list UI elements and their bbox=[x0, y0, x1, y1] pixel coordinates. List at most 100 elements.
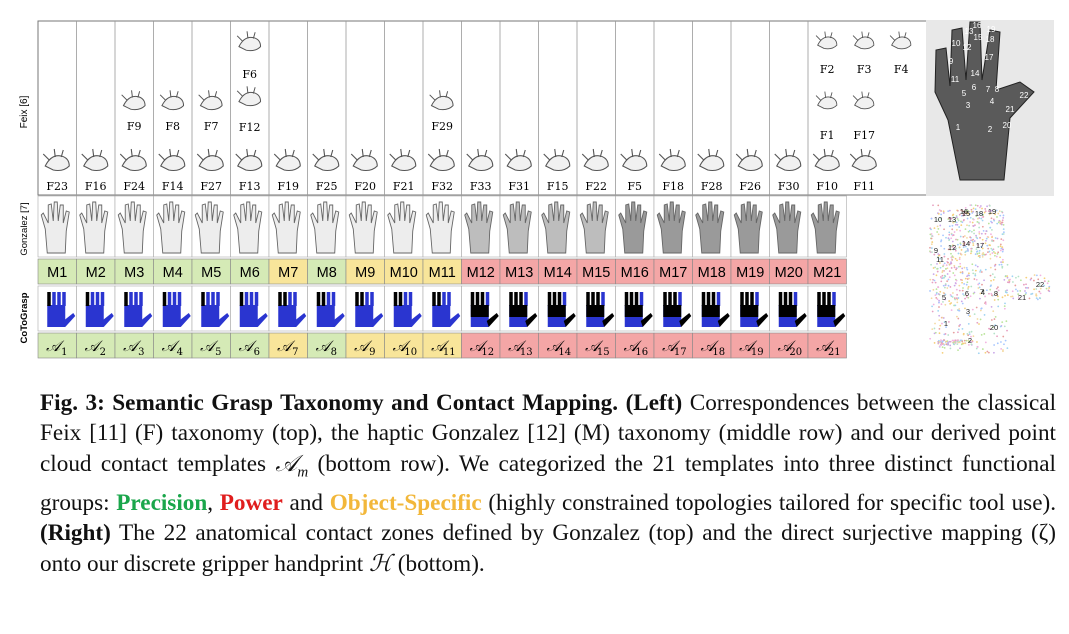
feix-label-f4: F4 bbox=[894, 63, 909, 76]
point bbox=[1002, 231, 1005, 234]
point bbox=[1024, 290, 1026, 292]
point bbox=[951, 240, 954, 243]
finger-points bbox=[586, 292, 590, 306]
m-label-m2: M2 bbox=[86, 265, 106, 281]
point bbox=[981, 242, 984, 245]
hand-sketch-palm bbox=[430, 95, 454, 111]
point bbox=[962, 246, 965, 249]
point bbox=[991, 240, 994, 243]
hand-sketch-fingers bbox=[198, 90, 218, 101]
hand-silhouette bbox=[348, 201, 378, 254]
point bbox=[954, 223, 957, 226]
finger-points bbox=[239, 292, 244, 306]
feix-label-f10: F10 bbox=[816, 180, 838, 193]
thumb-points bbox=[178, 313, 191, 327]
point bbox=[932, 204, 934, 207]
palm-zone-label: 9 bbox=[949, 57, 954, 66]
point bbox=[989, 257, 992, 260]
point bbox=[937, 293, 940, 295]
feix-sketch-bottom bbox=[812, 148, 840, 172]
point bbox=[1002, 228, 1005, 230]
point bbox=[970, 230, 973, 233]
point bbox=[971, 308, 974, 311]
gonzalez-row bbox=[37, 195, 847, 258]
point bbox=[965, 283, 968, 286]
handprint-palm-points bbox=[929, 261, 1009, 355]
a-label-index: 15 bbox=[597, 347, 610, 358]
point bbox=[1043, 280, 1046, 283]
point bbox=[978, 217, 981, 219]
point bbox=[996, 237, 999, 240]
point bbox=[1012, 281, 1014, 283]
finger-points bbox=[100, 292, 105, 306]
feix-label-f28: F28 bbox=[701, 180, 723, 193]
hand-sketch-fingers bbox=[81, 148, 103, 161]
hand-sketch-palm bbox=[160, 155, 186, 172]
point bbox=[970, 252, 972, 255]
palm-zone-label: 8 bbox=[995, 85, 1000, 94]
point bbox=[947, 237, 950, 240]
point bbox=[943, 247, 946, 250]
point bbox=[1002, 261, 1004, 263]
point bbox=[1035, 288, 1038, 290]
point bbox=[956, 301, 959, 304]
hand-sketch-fingers bbox=[273, 148, 295, 161]
point bbox=[991, 249, 994, 251]
point bbox=[967, 287, 969, 289]
hand-sketch-palm bbox=[854, 96, 875, 110]
feix-label-f30: F30 bbox=[778, 180, 800, 193]
caption-right-tag: (Right) bbox=[40, 520, 111, 547]
a-cell bbox=[153, 332, 193, 359]
caption-h-symbol: ℋ bbox=[369, 550, 392, 577]
point bbox=[987, 251, 989, 254]
point bbox=[938, 299, 940, 302]
feix-sketch-upper bbox=[429, 90, 454, 111]
finger-points bbox=[601, 292, 605, 306]
hand-sketch-fingers bbox=[774, 148, 796, 161]
point bbox=[989, 226, 992, 229]
point bbox=[951, 259, 954, 261]
point bbox=[970, 285, 973, 288]
point bbox=[933, 332, 936, 335]
feix-sketch-bottom bbox=[620, 148, 648, 172]
finger-points bbox=[129, 292, 133, 306]
feix-sketch-bottom bbox=[389, 148, 417, 172]
point bbox=[958, 256, 961, 259]
point bbox=[990, 209, 993, 212]
point bbox=[987, 247, 990, 250]
finger-points bbox=[124, 292, 128, 306]
point bbox=[1004, 291, 1007, 294]
point bbox=[965, 211, 967, 214]
point bbox=[978, 211, 981, 214]
handprint-zone-points bbox=[947, 209, 963, 261]
feix-label-f27: F27 bbox=[200, 180, 222, 193]
point bbox=[976, 321, 979, 324]
point bbox=[972, 244, 975, 246]
point bbox=[984, 242, 987, 245]
hand-sketch-palm bbox=[429, 155, 455, 172]
handprint-zone-label: 18 bbox=[975, 209, 983, 218]
point bbox=[1006, 347, 1009, 349]
a-cell bbox=[384, 332, 424, 359]
point bbox=[944, 286, 946, 289]
point bbox=[970, 247, 973, 250]
point bbox=[970, 208, 973, 211]
point bbox=[1006, 276, 1009, 279]
point bbox=[968, 224, 971, 227]
hand-sketch-fingers bbox=[852, 31, 870, 41]
a-label-index: 10 bbox=[404, 347, 417, 358]
point bbox=[991, 221, 993, 224]
point bbox=[943, 276, 946, 279]
point bbox=[971, 269, 974, 272]
contact-points bbox=[547, 305, 566, 317]
point bbox=[1006, 329, 1008, 332]
point bbox=[944, 268, 947, 270]
point bbox=[1048, 287, 1051, 289]
point bbox=[996, 295, 999, 298]
gonzalez-hand bbox=[656, 201, 686, 254]
point bbox=[966, 224, 968, 227]
point bbox=[937, 256, 939, 259]
point bbox=[974, 224, 976, 227]
point bbox=[941, 316, 944, 319]
